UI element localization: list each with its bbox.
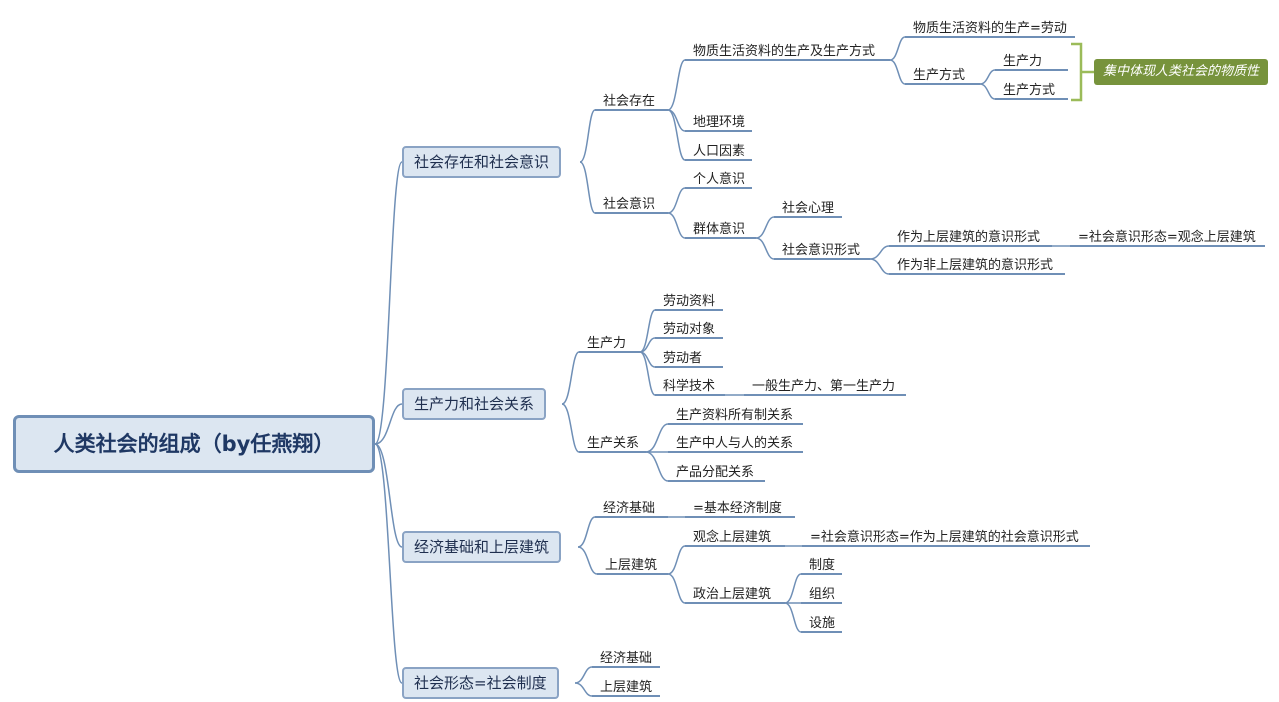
node-primary-productive-force[interactable]: 一般生产力、第一生产力 <box>752 379 896 394</box>
node-forms-of-social-consciousness[interactable]: 社会意识形式 <box>782 243 861 258</box>
node-economic-base[interactable]: 经济基础 <box>603 501 656 516</box>
node-ideology-definition[interactable]: =社会意识形态=作为上层建筑的社会意识形式 <box>810 530 1079 545</box>
node-political-superstructure[interactable]: 政治上层建筑 <box>693 587 772 602</box>
node-geographic-environment[interactable]: 地理环境 <box>693 115 746 130</box>
node-ideological-superstructure[interactable]: 观念上层建筑 <box>693 530 772 545</box>
node-social-psychology[interactable]: 社会心理 <box>782 201 835 216</box>
topic-social-being-consciousness[interactable]: 社会存在和社会意识 <box>402 146 562 178</box>
node-group-consciousness[interactable]: 群体意识 <box>693 222 746 237</box>
node-facilities[interactable]: 设施 <box>809 616 836 631</box>
node-ideology-equals-ideological-superstructure[interactable]: =社会意识形态=观念上层建筑 <box>1078 230 1256 245</box>
node-production-equals-labor[interactable]: 物质生活资料的生产=劳动 <box>913 21 1067 36</box>
topic-economic-base-superstructure[interactable]: 经济基础和上层建筑 <box>402 531 562 563</box>
node-social-being[interactable]: 社会存在 <box>603 94 656 109</box>
node-mode-of-production[interactable]: 生产方式 <box>913 68 966 83</box>
node-distribution-relations[interactable]: 产品分配关系 <box>676 465 755 480</box>
node-object-of-labor[interactable]: 劳动对象 <box>663 322 716 337</box>
topic-social-formation[interactable]: 社会形态=社会制度 <box>402 667 559 699</box>
node-system[interactable]: 制度 <box>809 558 836 573</box>
node-means-of-labor[interactable]: 劳动资料 <box>663 294 716 309</box>
node-laborer[interactable]: 劳动者 <box>663 351 703 366</box>
topic-productive-forces-relations[interactable]: 生产力和社会关系 <box>402 388 547 420</box>
node-science-technology[interactable]: 科学技术 <box>663 379 716 394</box>
node-basic-economic-system[interactable]: =基本经济制度 <box>693 501 782 516</box>
node-economic-base-2[interactable]: 经济基础 <box>600 651 653 666</box>
node-non-superstructure-consciousness-form[interactable]: 作为非上层建筑的意识形式 <box>897 258 1054 273</box>
node-productive-forces-leaf[interactable]: 生产力 <box>1003 54 1043 69</box>
node-productive-forces[interactable]: 生产力 <box>587 336 627 351</box>
node-organization[interactable]: 组织 <box>809 587 836 602</box>
node-individual-consciousness[interactable]: 个人意识 <box>693 172 746 187</box>
node-ownership-relations[interactable]: 生产资料所有制关系 <box>676 408 794 423</box>
node-social-consciousness[interactable]: 社会意识 <box>603 197 656 212</box>
node-human-relations-in-production[interactable]: 生产中人与人的关系 <box>676 436 794 451</box>
node-relations-of-production[interactable]: 生产关系 <box>587 436 640 451</box>
node-material-production-mode[interactable]: 物质生活资料的生产及生产方式 <box>693 44 876 59</box>
node-mode-of-production-leaf[interactable]: 生产方式 <box>1003 83 1056 98</box>
root-topic[interactable]: 人类社会的组成（by任燕翔） <box>13 415 375 473</box>
node-superstructure-consciousness-form[interactable]: 作为上层建筑的意识形式 <box>897 230 1041 245</box>
material-nature-callout[interactable]: 集中体现人类社会的物质性 <box>1094 59 1268 85</box>
node-superstructure[interactable]: 上层建筑 <box>605 558 658 573</box>
node-population-factor[interactable]: 人口因素 <box>693 144 746 159</box>
node-superstructure-2[interactable]: 上层建筑 <box>600 680 653 695</box>
